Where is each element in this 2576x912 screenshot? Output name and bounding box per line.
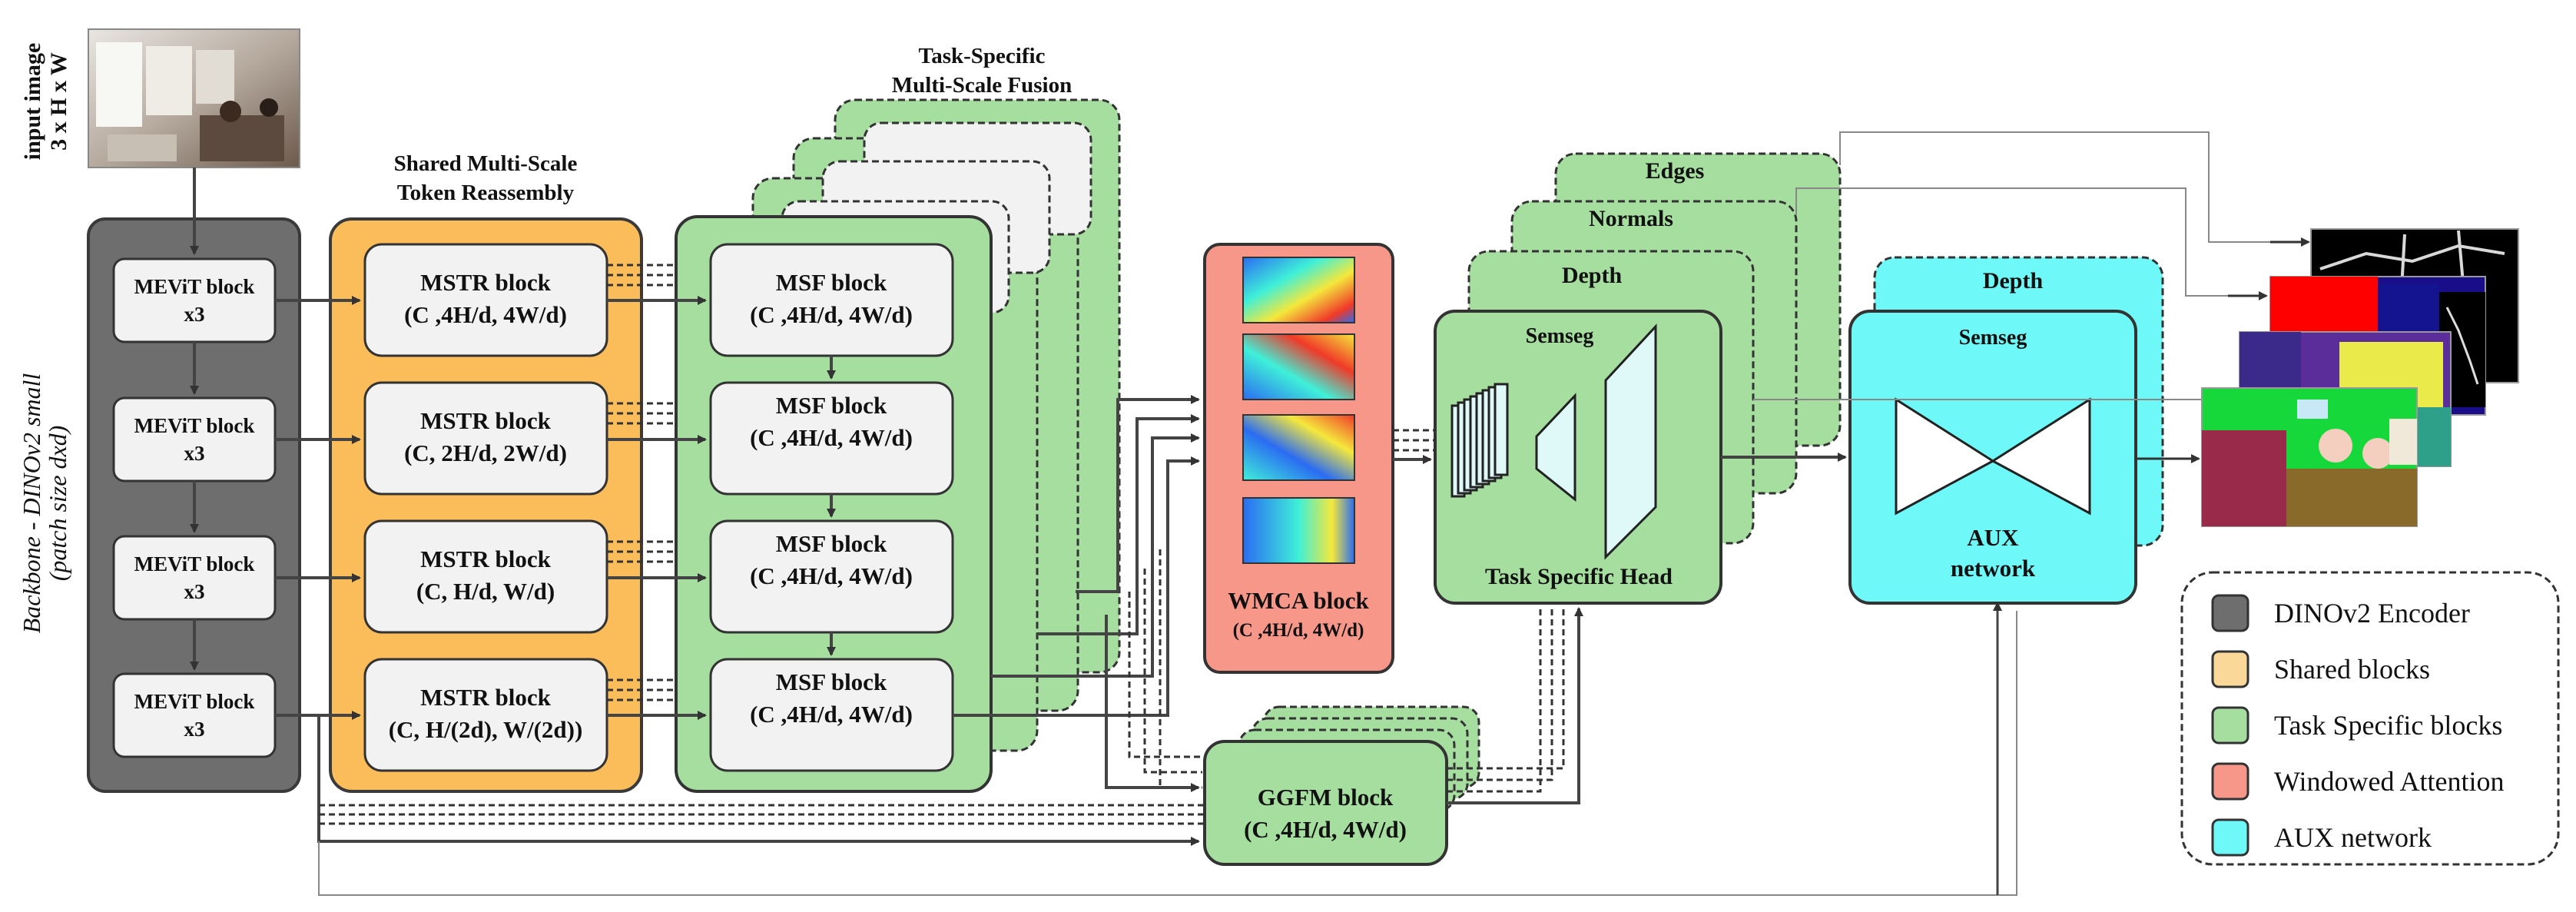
msf-4-sub: (C ,4H/d, 4W/d) (750, 701, 913, 728)
mevit-block-4-sub: x3 (184, 718, 205, 741)
aux-panel (1848, 310, 2137, 605)
task-head-caption: Task Specific Head (1485, 564, 1673, 589)
output-semseg-image (2201, 387, 2418, 527)
shared-panel (329, 217, 643, 793)
aux-sub: network (1951, 555, 2036, 582)
mstr-3-title: MSTR block (420, 546, 551, 572)
msf-to-ggfm-arrow (1105, 615, 1200, 792)
aux-title: AUX (1967, 524, 2019, 551)
mevit-block-2-sub: x3 (184, 442, 205, 465)
head-normals-label: Normals (1589, 206, 1673, 231)
mstr-block-4 (363, 658, 608, 772)
mevit-block-3 (112, 535, 277, 621)
task-head-semseg: Semseg (1526, 324, 1594, 348)
mevit-block-2-title: MEViT block (134, 414, 255, 437)
legend-label-3: Windowed Attention (2274, 766, 2505, 797)
mevit-block-3-sub: x3 (184, 580, 205, 603)
mevit-block-3-title: MEViT block (134, 552, 255, 575)
aux-depth-label: Depth (1983, 268, 2044, 293)
ggfm-sub: (C ,4H/d, 4W/d) (1244, 816, 1407, 843)
head-depth-label: Depth (1562, 263, 1623, 288)
mevit-block-1-sub: x3 (184, 303, 205, 326)
mstr-1-title: MSTR block (420, 269, 551, 296)
shared-title-2: Token Reassembly (397, 181, 575, 205)
shared-title-1: Shared Multi-Scale (394, 151, 578, 176)
head-edges-label: Edges (1646, 158, 1705, 184)
aux-bowtie-icon (1895, 397, 2091, 516)
mstr-to-msf-arrows (607, 296, 707, 720)
input-label-line1: input image (20, 43, 45, 161)
mstr-4-title: MSTR block (420, 684, 551, 711)
fusion-title-2: Multi-Scale Fusion (892, 73, 1072, 98)
input-image (88, 28, 300, 168)
mstr-dashed-links (607, 264, 676, 701)
legend-label-2: Task Specific blocks (2274, 710, 2502, 741)
task-head-layers (1450, 323, 1657, 560)
ggfm-to-head-arrow (1447, 607, 1583, 804)
ggfm-title: GGFM block (1258, 784, 1394, 811)
mstr-block-3 (363, 519, 608, 634)
mstr-1-sub: (C ,4H/d, 4W/d) (404, 301, 567, 328)
mevit-block-4 (112, 672, 277, 758)
mstr-2-sub: (C, 2H/d, 2W/d) (404, 439, 567, 466)
skip-connections (300, 602, 2017, 896)
mstr-3-sub: (C, H/d, W/d) (416, 578, 555, 605)
output-arrows (2136, 237, 2310, 463)
legend-label-0: DINOv2 Encoder (2274, 598, 2470, 628)
msf-4-title: MSF block (776, 668, 887, 695)
wmca-attention-maps (1242, 257, 1355, 564)
backbone-label: Backbone - DINOv2 small (18, 373, 45, 634)
msf-to-wmca-arrows (953, 395, 1200, 717)
legend-swatch-2 (2211, 706, 2249, 745)
ggfm-dashed-inputs (319, 549, 1205, 825)
legend-panel (2180, 571, 2560, 866)
mevit-block-4-title: MEViT block (134, 690, 255, 713)
encoder-to-mstr-arrows (275, 296, 361, 720)
msf-block-1 (709, 243, 954, 357)
wmca-sub: (C ,4H/d, 4W/d) (1233, 620, 1364, 641)
mstr-block-2 (363, 381, 608, 496)
fusion-title-1: Task-Specific (919, 44, 1046, 68)
fusion-panel (675, 215, 993, 793)
msf-1-title: MSF block (776, 269, 887, 296)
legend-swatch-0 (2211, 594, 2249, 632)
legend-swatch-4 (2211, 818, 2249, 857)
wmca-title: WMCA block (1228, 587, 1369, 614)
mevit-block-1-title: MEViT block (134, 275, 255, 298)
aux-semseg-label: Semseg (1959, 326, 2027, 350)
legend-label-1: Shared blocks (2274, 654, 2430, 685)
mevit-block-2 (112, 396, 277, 483)
msf-2-sub: (C ,4H/d, 4W/d) (750, 424, 913, 451)
msf-3-title: MSF block (776, 530, 887, 557)
msf-3-sub: (C ,4H/d, 4W/d) (750, 562, 913, 589)
legend-swatch-1 (2211, 650, 2249, 688)
mstr-4-sub: (C, H/(2d), W/(2d)) (389, 716, 583, 743)
mstr-block-1 (363, 243, 608, 357)
input-label-line2: 3 x H x W (46, 52, 71, 151)
mstr-2-title: MSTR block (420, 407, 551, 434)
wmca-to-head-dashed (1393, 429, 1565, 793)
legend-swatch-3 (2211, 762, 2249, 801)
mevit-block-1 (112, 257, 277, 343)
msf-1-sub: (C ,4H/d, 4W/d) (750, 301, 913, 328)
msf-2-title: MSF block (776, 392, 887, 419)
output-feedback-lines (1753, 131, 2305, 400)
legend-label-4: AUX network (2274, 822, 2432, 853)
backbone-sublabel: (patch size dxd) (44, 426, 71, 582)
